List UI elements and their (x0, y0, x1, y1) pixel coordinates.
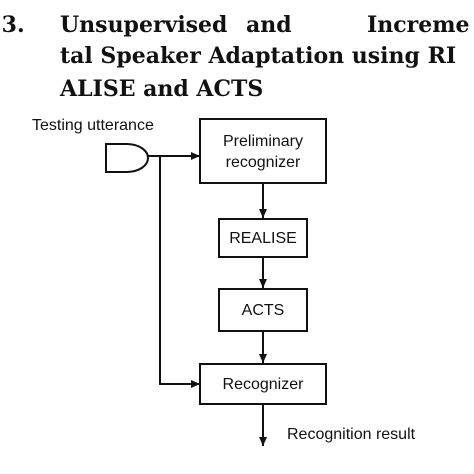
heading-line-3: ALISE and ACTS (60, 76, 264, 102)
preliminary-recognizer-box (199, 118, 327, 184)
heading-word-unsupervised: Unsupervised (60, 12, 228, 38)
output-label: Recognition result (287, 426, 416, 443)
recognizer-label: Recognizer (223, 376, 305, 393)
heading-word-and: and (246, 12, 292, 38)
preliminary-recognizer-label-line1: Preliminary (223, 133, 303, 150)
heading-line-2: tal Speaker Adaptation using RI (60, 43, 457, 69)
realise-label: REALISE (229, 230, 297, 247)
input-label: Testing utterance (32, 117, 154, 134)
preliminary-recognizer-label-line2: recognizer (226, 154, 301, 171)
section-heading: .3. Unsupervised and Increme tal Speaker… (0, 0, 474, 110)
bypass-connector (159, 156, 200, 388)
section-number: .3. (0, 12, 25, 38)
acts-label: ACTS (242, 302, 285, 319)
heading-word-increme: Increme (367, 12, 470, 38)
input-source-shape (105, 143, 150, 173)
